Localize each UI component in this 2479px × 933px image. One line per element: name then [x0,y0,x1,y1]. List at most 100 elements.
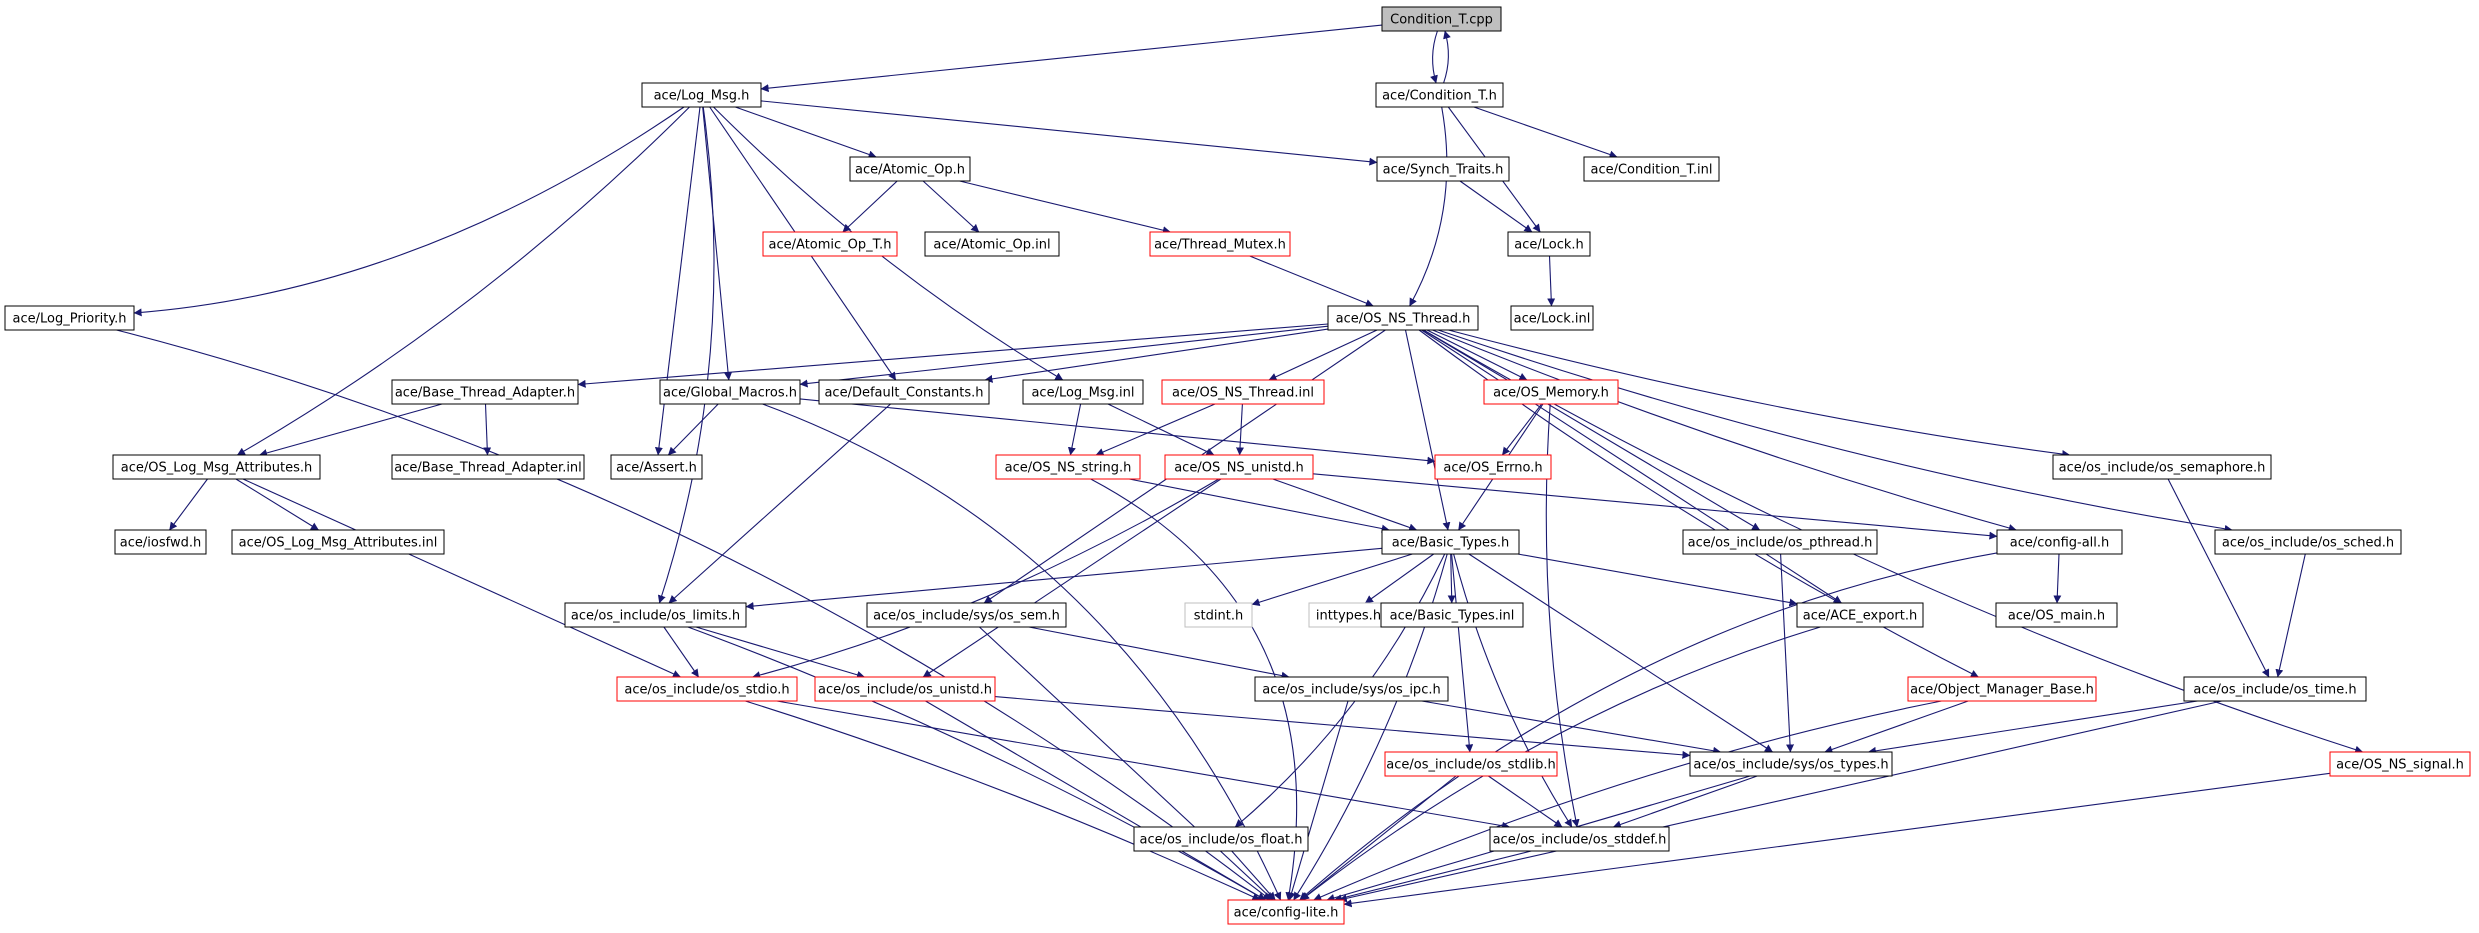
edge-lock_h-to-lock_inl [1547,255,1556,307]
edge-os_ns_thread_h-to-default_constants_h [984,328,1329,383]
node-log_priority_h[interactable]: ace/Log_Priority.h [4,305,135,331]
edge-log_msg_h-to-os_limits_h [657,106,715,604]
node-box-iosfwd_h [114,529,207,555]
node-base_thread_adapter_h[interactable]: ace/Base_Thread_Adapter.h [391,379,579,405]
node-os_errno_h: ace/OS_Errno.h [1434,454,1552,480]
node-box-os_stddef_h [1489,826,1670,852]
node-sys_os_sem_h[interactable]: ace/os_include/sys/os_sem.h [866,602,1067,628]
node-label-global_macros_h: ace/Global_Macros.h [663,386,797,401]
edge-os_limits_h-to-os_stdio_h [663,626,700,678]
edge-thread_mutex_h-to-os_ns_thread_h [1249,255,1374,307]
node-os_limits_h[interactable]: ace/os_include/os_limits.h [564,602,747,628]
node-os_stddef_h[interactable]: ace/os_include/os_stddef.h [1489,826,1670,852]
node-label-os_stdlib_h: ace/os_include/os_stdlib.h [1386,758,1555,773]
node-assert_h[interactable]: ace/Assert.h [610,454,703,480]
node-label-condition_t_cpp: Condition_T.cpp [1390,13,1493,28]
node-label-basic_types_h: ace/Basic_Types.h [1392,536,1509,551]
edge-condition_t_h-to-condition_t_cpp [1443,30,1451,84]
node-box-assert_h [610,454,703,480]
edge-global_macros_h-to-config_lite_h [762,403,1282,901]
node-sys_os_types_h[interactable]: ace/os_include/sys/os_types.h [1689,751,1893,777]
edge-os_ns_thread_h-to-config_all_h [1432,329,2017,532]
edge-atomic_op_h-to-atomic_op_inl [922,180,980,233]
node-global_macros_h[interactable]: ace/Global_Macros.h [659,379,801,405]
node-lock_h[interactable]: ace/Lock.h [1507,231,1591,257]
node-label-assert_h: ace/Assert.h [616,461,697,476]
edge-os_ns_thread_inl-to-os_ns_unistd_h [1236,403,1245,456]
edge-basic_types_h-to-basic_types_inl [1447,553,1456,604]
edge-log_msg_inl-to-os_ns_unistd_h [1107,403,1215,456]
edge-os_ns_thread_h-to-ace_export_h [1421,329,1842,604]
node-box-global_macros_h [659,379,801,405]
node-synch_traits_h[interactable]: ace/Synch_Traits.h [1376,156,1510,182]
node-label-os_ns_thread_inl: ace/OS_NS_Thread.inl [1172,386,1314,401]
node-os_log_msg_attributes_inl[interactable]: ace/OS_Log_Msg_Attributes.inl [231,529,445,555]
node-label-default_constants_h: ace/Default_Constants.h [824,386,983,401]
node-label-log_msg_h: ace/Log_Msg.h [654,89,750,104]
edge-config_all_h-to-os_main_h [2053,553,2062,604]
node-os_stdlib_h: ace/os_include/os_stdlib.h [1384,751,1558,777]
node-basic_types_inl[interactable]: ace/Basic_Types.inl [1380,602,1524,628]
node-condition_t_h[interactable]: ace/Condition_T.h [1375,82,1504,108]
node-iosfwd_h[interactable]: ace/iosfwd.h [114,529,207,555]
node-os_log_msg_attributes_h[interactable]: ace/OS_Log_Msg_Attributes.h [112,454,321,480]
edge-os_ns_thread_h-to-base_thread_adapter_h [577,323,1329,388]
node-box-os_ns_unistd_h [1164,454,1314,480]
node-label-sys_os_ipc_h: ace/os_include/sys/os_ipc.h [1262,683,1440,698]
edge-os_ns_unistd_h-to-os_unistd_h [922,478,1222,678]
node-box-atomic_op_inl [924,231,1060,257]
node-box-os_log_msg_attributes_h [112,454,321,480]
node-log_msg_inl[interactable]: ace/Log_Msg.inl [1022,379,1144,405]
node-base_thread_adapter_inl[interactable]: ace/Base_Thread_Adapter.inl [391,454,585,480]
node-label-os_unistd_h: ace/os_include/os_unistd.h [818,683,992,698]
node-condition_t_inl[interactable]: ace/Condition_T.inl [1583,156,1720,182]
node-os_float_h[interactable]: ace/os_include/os_float.h [1133,826,1309,852]
edge-basic_types_h-to-os_stddef_h [1453,553,1573,828]
edge-os_limits_h-to-config_lite_h [687,626,1266,901]
node-box-base_thread_adapter_inl [391,454,585,480]
file-nodes: Condition_T.cpp ace/Log_Msg.h ace/Conditio… [4,6,2471,925]
node-config_all_h[interactable]: ace/config-all.h [1996,529,2123,555]
node-label-os_log_msg_attributes_inl: ace/OS_Log_Msg_Attributes.inl [239,536,438,551]
node-box-os_pthread_h [1682,529,1878,555]
edge-os_unistd_h-to-sys_os_types_h [994,696,1691,759]
node-lock_inl[interactable]: ace/Lock.inl [1510,305,1594,331]
edge-os_ns_thread_h-to-os_semaphore_h [1448,329,2071,458]
edge-ace_export_h-to-config_lite_h [1301,626,1821,901]
node-default_constants_h[interactable]: ace/Default_Constants.h [818,379,990,405]
edge-config_all_h-to-config_lite_h [1299,552,1998,901]
node-label-iosfwd_h: ace/iosfwd.h [120,536,201,551]
node-os_main_h[interactable]: ace/OS_main.h [1995,602,2118,628]
node-label-os_semaphore_h: ace/os_include/os_semaphore.h [2059,461,2266,476]
node-os_ns_thread_h[interactable]: ace/OS_NS_Thread.h [1327,305,1479,331]
node-box-basic_types_h [1381,529,1520,555]
edge-log_msg_h-to-os_log_msg_attributes_h [236,106,690,456]
node-box-os_time_h [2183,676,2367,702]
node-basic_types_h[interactable]: ace/Basic_Types.h [1381,529,1520,555]
node-condition_t_cpp[interactable]: Condition_T.cpp [1381,6,1502,32]
node-label-os_pthread_h: ace/os_include/os_pthread.h [1688,536,1873,551]
node-box-os_float_h [1133,826,1309,852]
node-os_semaphore_h[interactable]: ace/os_include/os_semaphore.h [2052,454,2272,480]
node-atomic_op_inl[interactable]: ace/Atomic_Op.inl [924,231,1060,257]
node-atomic_op_h[interactable]: ace/Atomic_Op.h [849,156,971,182]
node-box-object_manager_base_h [1907,676,2097,702]
node-os_time_h[interactable]: ace/os_include/os_time.h [2183,676,2367,702]
edge-sys_os_types_h-to-os_stddef_h [1612,775,1758,829]
node-ace_export_h[interactable]: ace/ACE_export.h [1796,602,1924,628]
node-log_msg_h[interactable]: ace/Log_Msg.h [641,82,762,108]
edge-os_log_msg_attributes_h-to-os_log_msg_attributes_inl [235,478,319,531]
node-label-config_lite_h: ace/config-lite.h [1234,906,1339,921]
node-box-atomic_op_t_h [762,231,898,257]
edge-global_macros_h-to-os_errno_h [799,398,1436,465]
edge-os_log_msg_attributes_h-to-iosfwd_h [169,478,208,531]
edge-log_msg_h-to-synch_traits_h [760,100,1378,166]
edge-condition_t_cpp-to-log_msg_h [760,24,1383,93]
node-box-log_msg_h [641,82,762,108]
edge-os_limits_h-to-os_unistd_h [695,626,865,679]
node-os_sched_h[interactable]: ace/os_include/os_sched.h [2214,529,2402,555]
node-sys_os_ipc_h[interactable]: ace/os_include/sys/os_ipc.h [1254,676,1449,702]
node-os_pthread_h[interactable]: ace/os_include/os_pthread.h [1682,529,1878,555]
node-os_ns_signal_h: ace/OS_NS_signal.h [2329,751,2471,777]
